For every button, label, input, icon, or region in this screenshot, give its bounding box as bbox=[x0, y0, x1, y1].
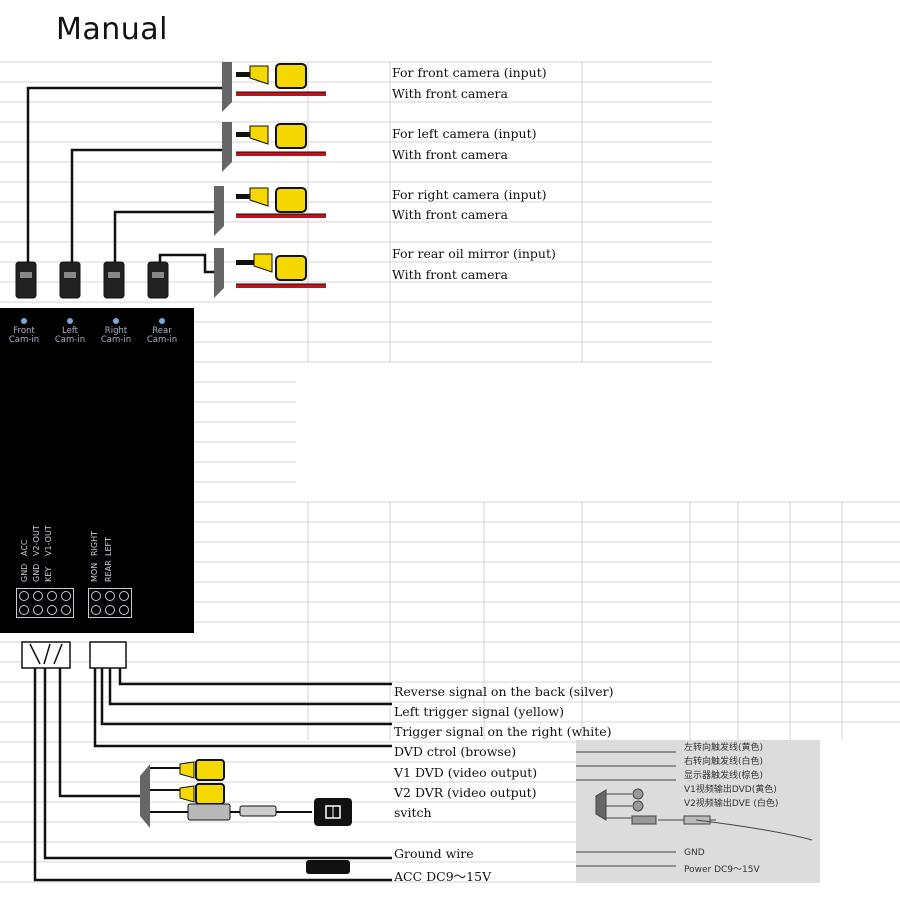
pin-header-trigger bbox=[88, 588, 132, 618]
output-v2-dvr: V2 DVR (video output) bbox=[394, 785, 537, 800]
camera-connector-left bbox=[222, 122, 326, 172]
front-camera-label: For front camera (input) bbox=[392, 65, 547, 80]
photo-label-monitor-trigger: 显示器触发线(棕色) bbox=[684, 771, 764, 781]
photo-label-v1: V1视频输出DVD(黄色) bbox=[684, 785, 777, 795]
control-box bbox=[0, 308, 194, 633]
right-camera-sub: With front camera bbox=[392, 207, 508, 222]
pin-label-v2-out: V2-OUT bbox=[32, 525, 41, 556]
pin-label-gnd-2: GND bbox=[32, 563, 41, 582]
pin-label-right: RIGHT bbox=[90, 530, 99, 556]
pin-label-mon: MON bbox=[90, 562, 99, 582]
photo-label-right-trigger: 右转向触发线(白色) bbox=[684, 757, 764, 767]
rear-camera-label: For rear oil mirror (input) bbox=[392, 246, 556, 261]
output-left-trigger: Left trigger signal (yellow) bbox=[394, 704, 564, 719]
pin-label-rear: REAR bbox=[104, 560, 113, 582]
output-acc-power: ACC DC9～15V bbox=[394, 869, 492, 884]
camera-connector-right bbox=[214, 186, 326, 236]
pin-label-left: LEFT bbox=[104, 537, 113, 556]
output-ground-wire: Ground wire bbox=[394, 846, 474, 861]
page-title: Manual bbox=[56, 12, 169, 47]
front-camera-sub: With front camera bbox=[392, 86, 508, 101]
pin-label-key: KEY bbox=[44, 566, 53, 582]
left-camera-label: For left camera (input) bbox=[392, 126, 537, 141]
output-reverse-signal: Reverse signal on the back (silver) bbox=[394, 684, 614, 699]
output-v1-dvd: V1 DVD (video output) bbox=[394, 765, 538, 780]
pin-label-gnd-1: GND bbox=[20, 563, 29, 582]
output-right-trigger: Trigger signal on the right (white) bbox=[394, 724, 612, 739]
manual-photo-inset: 左转向触发线(黄色) 右转向触发线(白色) 显示器触发线(棕色) V1视频输出D… bbox=[576, 740, 820, 883]
photo-label-v2: V2视频输出DVE (白色) bbox=[684, 799, 779, 809]
right-camera-label: For right camera (input) bbox=[392, 187, 547, 202]
output-switch: svitch bbox=[394, 805, 432, 820]
output-dvd-ctrl: DVD ctrol (browse) bbox=[394, 744, 517, 759]
rear-camera-sub: With front camera bbox=[392, 267, 508, 282]
left-camera-sub: With front camera bbox=[392, 147, 508, 162]
pin-header-power bbox=[16, 588, 74, 618]
photo-label-gnd: GND bbox=[684, 848, 705, 858]
camera-connector-front bbox=[222, 62, 326, 112]
photo-label-left-trigger: 左转向触发线(黄色) bbox=[684, 743, 764, 753]
pin-label-acc: ACC bbox=[20, 539, 29, 556]
pin-label-v1-out: V1-OUT bbox=[44, 525, 53, 556]
camera-connector-rear bbox=[214, 248, 326, 298]
photo-label-power: Power DC9～15V bbox=[684, 865, 760, 875]
